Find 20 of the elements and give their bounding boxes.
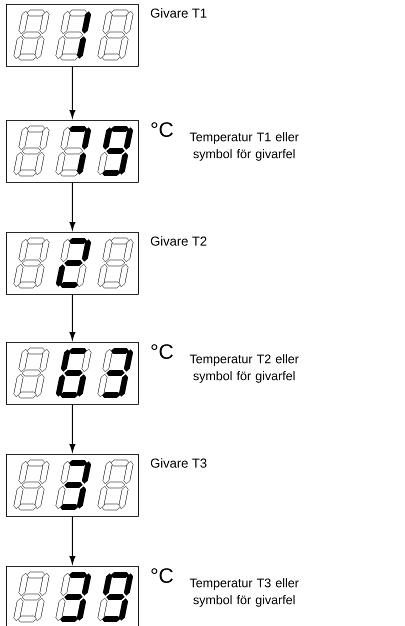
unit-label: °C bbox=[151, 568, 173, 583]
arrow bbox=[70, 404, 76, 452]
unit-label: °C bbox=[151, 344, 173, 359]
unit-label: °C bbox=[151, 122, 173, 137]
description-text: Temperatur T3 eller symbol för givarfel bbox=[190, 578, 299, 607]
sensor-label: Givare T1 bbox=[150, 8, 206, 18]
seven-segment-display bbox=[6, 4, 139, 67]
seven-segment-display bbox=[6, 232, 139, 295]
arrow bbox=[70, 294, 76, 340]
seven-segment-display bbox=[6, 454, 139, 517]
sensor-label: Givare T3 bbox=[150, 458, 206, 468]
arrow bbox=[70, 516, 76, 564]
description-text: Temperatur T2 eller symbol för givarfel bbox=[190, 354, 299, 383]
description-text: Temperatur T1 eller symbol för givarfel bbox=[190, 132, 299, 161]
arrow bbox=[70, 182, 76, 230]
arrow bbox=[70, 66, 76, 118]
seven-segment-display bbox=[6, 120, 139, 183]
seven-segment-display bbox=[6, 566, 139, 626]
seven-segment-display bbox=[6, 342, 139, 405]
sensor-label: Givare T2 bbox=[150, 236, 206, 246]
